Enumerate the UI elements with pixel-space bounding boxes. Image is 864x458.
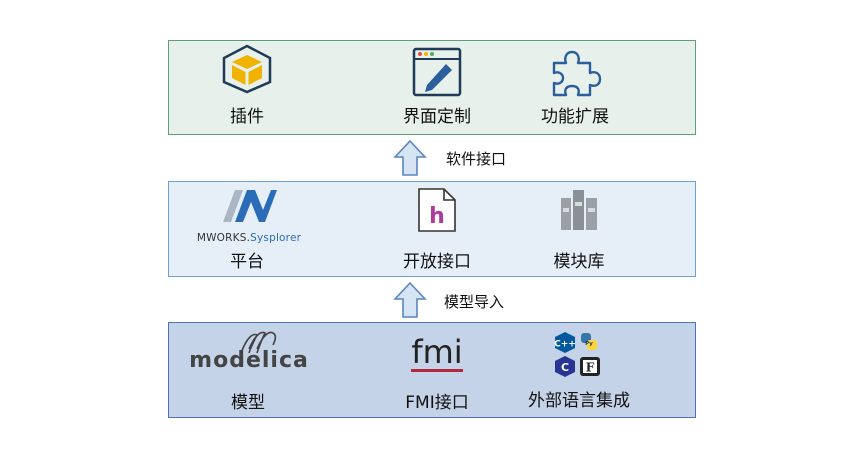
- c-language-icon: C: [555, 356, 575, 377]
- svg-text:Py: Py: [585, 341, 593, 347]
- modelica-logo-icon: modelica: [191, 331, 307, 373]
- svg-text:C: C: [561, 361, 569, 374]
- lower-arrow-label: 模型导入: [444, 293, 505, 311]
- languages-icon: C++ Py C F: [554, 332, 600, 377]
- python-icon: Py: [581, 333, 597, 350]
- fortran-icon: F: [580, 357, 600, 376]
- svg-text:C++: C++: [554, 340, 576, 350]
- extension-layer: 插件 界面定制 功能扩展: [168, 40, 696, 135]
- platform-label: 平台: [230, 252, 264, 272]
- up-arrow-upper: [393, 139, 427, 176]
- ui-customization-label: 界面定制: [403, 107, 471, 127]
- header-file-letter: h: [429, 204, 445, 229]
- mworks-logo-text: MWORKS.Sysplorer: [189, 232, 309, 244]
- ui-customization-item: 界面定制: [397, 41, 477, 133]
- open-interface-label: 开放接口: [403, 252, 471, 272]
- cpp-icon: C++: [554, 332, 576, 353]
- feature-extension-item: 功能扩展: [535, 41, 615, 133]
- feature-extension-label: 功能扩展: [541, 107, 609, 127]
- mworks-logo-icon: [223, 190, 277, 222]
- model-label: 模型: [231, 393, 265, 413]
- external-language-item: C++ Py C F 外部语言集成: [515, 323, 643, 417]
- plugin-item: 插件: [219, 41, 275, 133]
- fmi-interface-item: fmi FMI接口: [391, 323, 483, 417]
- fmi-logo-icon: fmi: [411, 333, 463, 372]
- fmi-logo-text: fmi: [411, 333, 462, 371]
- svg-text:F: F: [586, 361, 595, 375]
- modelica-logo-text: modelica: [191, 348, 307, 373]
- library-books-icon: [561, 190, 597, 230]
- plugin-label: 插件: [230, 107, 264, 127]
- module-library-label: 模块库: [553, 252, 605, 272]
- up-arrow-lower: [393, 281, 427, 318]
- model-item: modelica 模型: [189, 323, 309, 417]
- header-file-icon: h: [418, 188, 456, 232]
- mworks-logo-accent: Sysplorer: [250, 232, 302, 244]
- platform-layer: MWORKS.Sysplorer 平台 h 开放接口 模块库: [168, 181, 696, 277]
- mworks-logo-main: MWORKS.: [196, 232, 251, 244]
- puzzle-piece-icon: [552, 50, 602, 97]
- package-box-icon: [222, 44, 272, 94]
- platform-item: MWORKS.Sysplorer 平台: [189, 182, 309, 276]
- window-pen-icon: [412, 47, 462, 97]
- external-language-label: 外部语言集成: [528, 391, 630, 411]
- fmi-interface-label: FMI接口: [405, 393, 469, 413]
- module-library-item: 模块库: [539, 182, 619, 276]
- open-interface-item: h 开放接口: [397, 182, 477, 276]
- model-layer: modelica 模型 fmi FMI接口 C++ Py: [168, 322, 696, 418]
- upper-arrow-label: 软件接口: [446, 150, 507, 168]
